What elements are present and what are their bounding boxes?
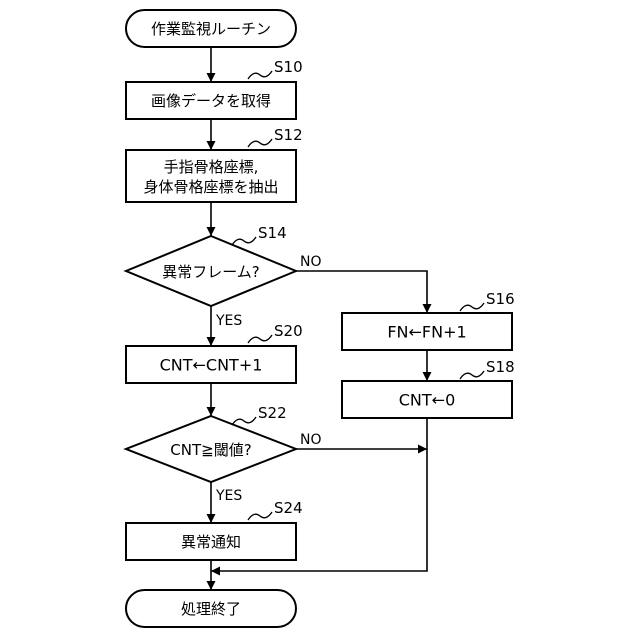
step-s18-label: CNT←0 [399,391,456,410]
step-s22-id: S22 [258,404,287,422]
step-s24-id: S24 [274,499,303,517]
arrow-s14-no-to-s16 [296,271,427,313]
branch-s14-yes: YES [215,313,242,329]
leader-s12 [248,139,272,147]
leader-s20 [248,335,272,343]
step-s12-label-line2: 身体骨格座標を抽出 [143,178,278,196]
branch-s14-no: NO [300,254,322,270]
step-s14-id: S14 [258,224,287,242]
step-s22-label: CNT≧閾値? [170,441,251,459]
start-label: 作業監視ルーチン [151,20,271,38]
step-s20-label: CNT←CNT+1 [160,356,263,375]
step-s20-id: S20 [274,322,303,340]
step-s24-label: 異常通知 [181,533,241,551]
leader-s14 [232,237,256,245]
leader-s18 [460,371,484,379]
step-s18-id: S18 [486,358,515,376]
step-s14-label: 異常フレーム? [162,263,260,281]
step-s12-label-line1: 手指骨格座標, [164,158,259,176]
step-s10-id: S10 [274,58,303,76]
step-s16-label: FN←FN+1 [387,323,466,342]
step-s12-id: S12 [274,126,303,144]
leader-s22 [232,417,256,425]
step-s10-label: 画像データを取得 [151,92,271,110]
branch-s22-yes: YES [215,488,242,504]
end-label: 処理終了 [181,600,241,618]
leader-s24 [248,512,272,520]
leader-s10 [248,71,272,79]
step-s16-id: S16 [486,290,515,308]
branch-s22-no: NO [300,432,322,448]
leader-s16 [460,303,484,311]
